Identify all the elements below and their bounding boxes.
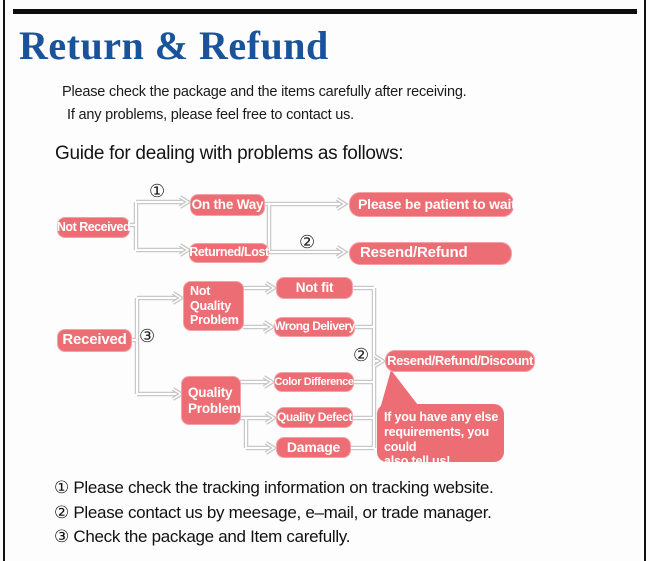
flow-marker-3: ③ xyxy=(139,326,156,346)
node-be-patient: Please be patient to wait xyxy=(349,192,516,217)
intro-line-1: Please check the package and the items c… xyxy=(62,84,467,100)
header-rule xyxy=(13,9,637,14)
node-wrong-delivery: Wrong Delivery xyxy=(274,317,355,337)
footnotes: ① Please check the tracking information … xyxy=(54,476,494,550)
footnote-1: ① Please check the tracking information … xyxy=(54,478,494,497)
intro-line-2: If any problems, please feel free to con… xyxy=(67,107,355,123)
node-resend-refund: Resend/Refund xyxy=(349,242,512,265)
node-on-the-way: On the Way xyxy=(190,194,265,216)
footnote-3: ③ Check the package and Item carefully. xyxy=(54,527,351,546)
node-quality-problem: Quality Problem xyxy=(181,376,241,425)
speech-bubble-tail xyxy=(380,370,421,409)
node-received: Received xyxy=(57,329,132,352)
flow-marker-1: ① xyxy=(149,181,166,201)
node-color-difference: Color Difference xyxy=(274,372,354,392)
page-title: Return & Refund xyxy=(19,23,329,68)
right-border-rule xyxy=(644,0,646,561)
node-quality-defect: Quality Defect xyxy=(276,407,353,428)
left-border-rule xyxy=(3,0,5,561)
node-resend-refund-discount: Resend/Refund/Discount xyxy=(385,350,535,372)
footnote-2: ② Please contact us by meesage, e–mail, … xyxy=(54,502,492,522)
node-returned-lost: Returned/Lost xyxy=(189,243,269,263)
guide-heading: Guide for dealing with problems as follo… xyxy=(55,143,404,164)
speech-bubble: If you have any else requirements, you c… xyxy=(377,404,504,468)
node-damage: Damage xyxy=(276,437,351,458)
node-not-quality-problem: Not Quality Problem xyxy=(183,281,244,331)
flow-marker-2-top: ② xyxy=(299,232,316,252)
node-not-fit: Not fit xyxy=(276,277,353,299)
node-not-received: Not Received xyxy=(57,217,131,238)
flow-marker-2-bottom: ② xyxy=(353,345,370,365)
